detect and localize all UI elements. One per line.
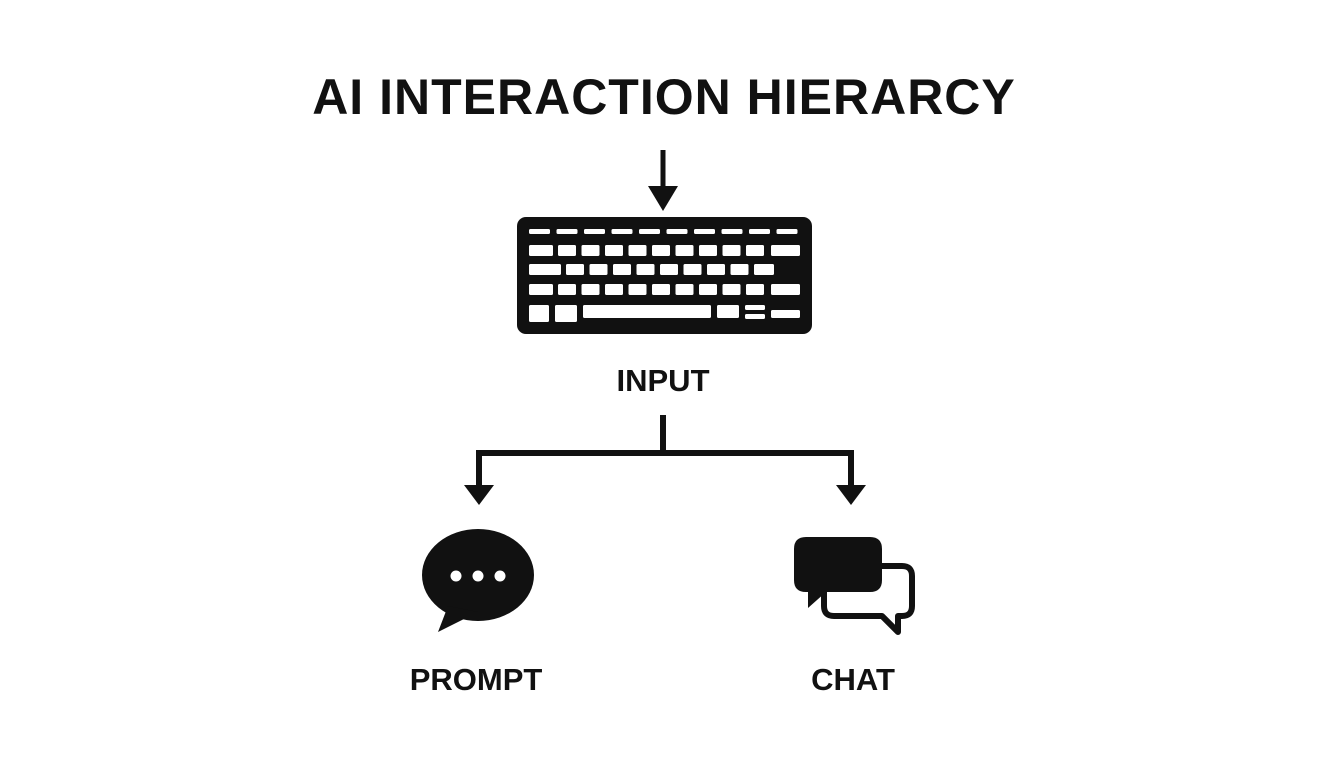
keyboard-icon (517, 217, 812, 334)
arrow-title-to-input (648, 150, 678, 211)
input-label: INPUT (617, 363, 710, 398)
arrowhead-prompt (464, 485, 494, 505)
speech-bubble-ellipsis-icon (422, 529, 534, 632)
chat-label: CHAT (811, 662, 895, 697)
branch-connector (464, 415, 866, 505)
arrowhead-chat (836, 485, 866, 505)
prompt-label: PROMPT (410, 662, 543, 697)
diagram-title: AI INTERACTION HIERARCY (312, 69, 1016, 125)
chat-bubbles-icon (794, 537, 915, 635)
